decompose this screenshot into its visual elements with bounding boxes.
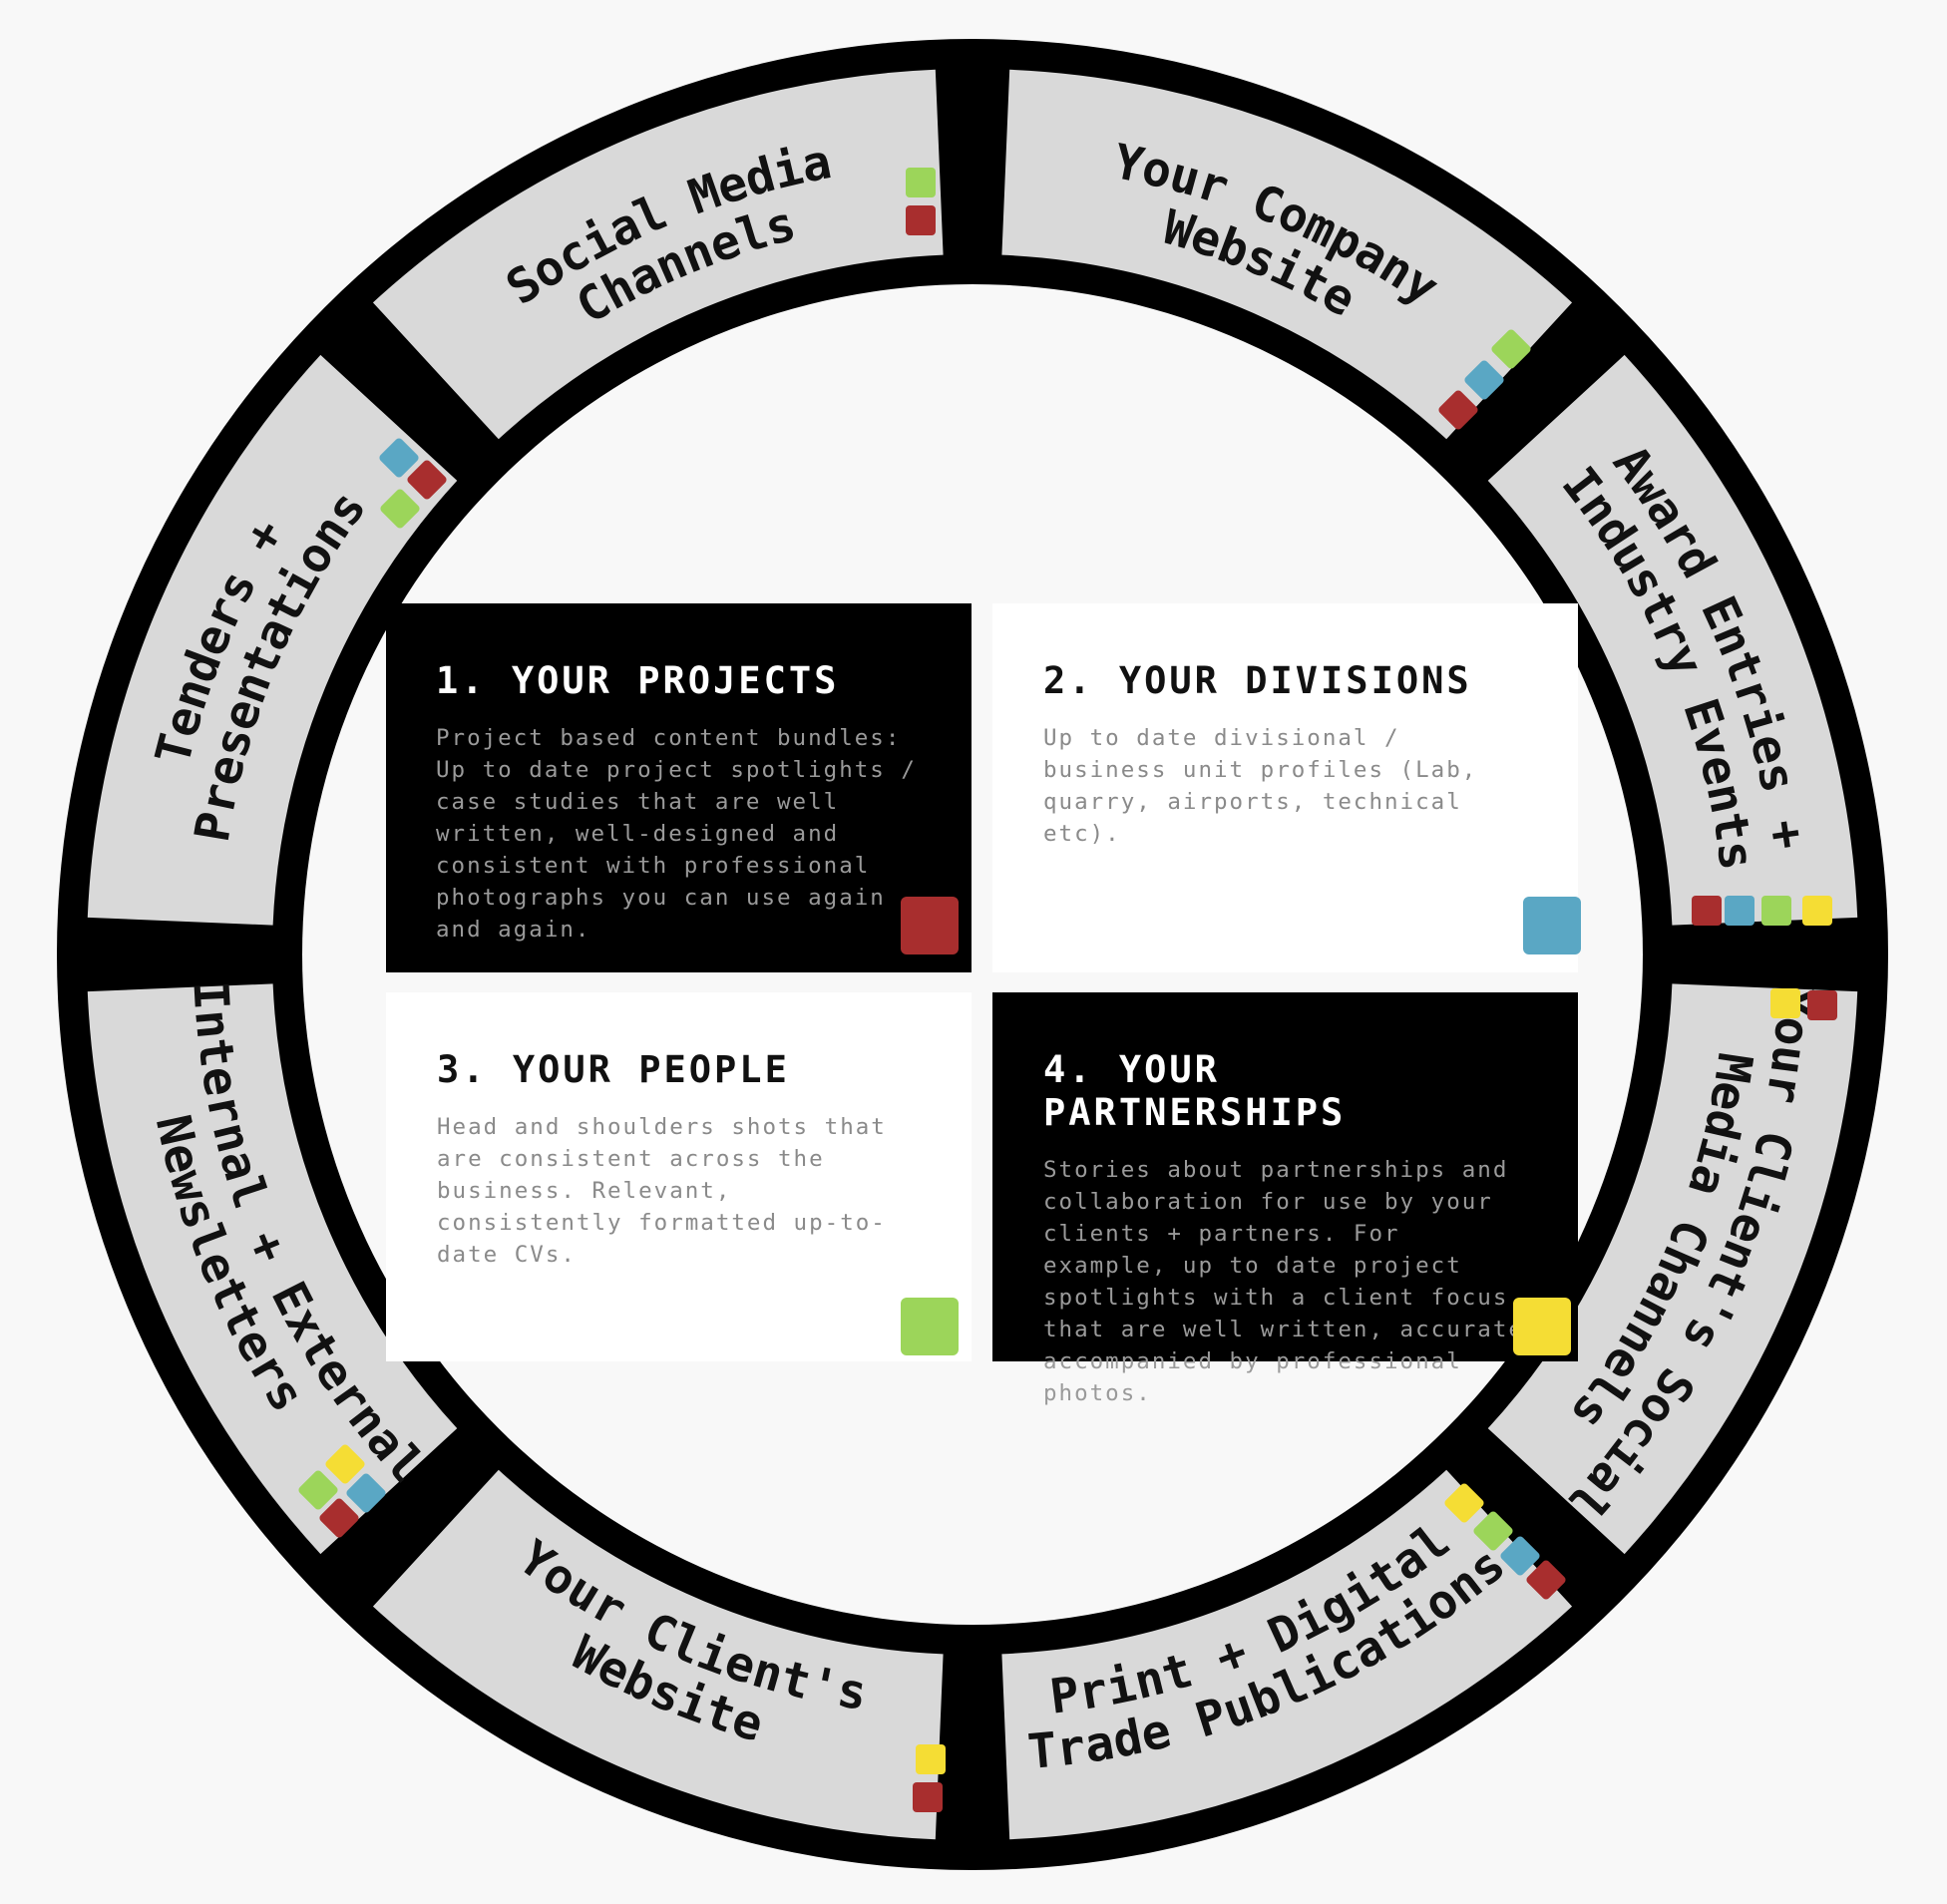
segment-tag-blue xyxy=(346,1473,386,1513)
segment-tag-red xyxy=(319,1498,359,1538)
card-title: 2. YOUR DIVISIONS xyxy=(1043,659,1472,702)
segment-tag-red xyxy=(906,205,936,235)
segment-tenders-presentations xyxy=(87,354,458,926)
segment-client-website xyxy=(372,1469,944,1840)
card-body: Head and shoulders shots that are consis… xyxy=(437,1114,887,1268)
card-your-partnerships: 4. YOUR PARTNERSHIPS Stories about partn… xyxy=(992,992,1578,1406)
segment-tag-red xyxy=(1807,990,1837,1020)
card-your-people: 3. YOUR PEOPLE Head and shoulders shots … xyxy=(386,992,972,1361)
segment-tag-yellow xyxy=(916,1744,946,1774)
category-tag-blue xyxy=(1523,897,1581,954)
card-title: 1. YOUR PROJECTS xyxy=(436,659,840,702)
segment-tag-green xyxy=(380,489,420,529)
segment-tag-red xyxy=(1692,896,1722,926)
card-your-divisions: 2. YOUR DIVISIONS Up to date divisional … xyxy=(992,603,1581,972)
segment-tag-red xyxy=(407,460,447,500)
segment-tag-yellow xyxy=(1802,896,1832,926)
card-title: 3. YOUR PEOPLE xyxy=(437,1048,790,1091)
segment-tag-green xyxy=(906,168,936,197)
segment-tag-yellow xyxy=(1444,1483,1484,1523)
segment-tag-red xyxy=(913,1782,943,1812)
segment-tag-blue xyxy=(1464,360,1504,400)
segment-client-social-media xyxy=(1487,983,1858,1555)
segment-tag-blue xyxy=(1725,896,1754,926)
segment-tag-yellow xyxy=(1770,988,1800,1018)
card-body: Project based content bundles: Up to dat… xyxy=(436,725,917,943)
card-body: Stories about partnerships and collabora… xyxy=(1043,1157,1524,1406)
segment-tag-blue xyxy=(379,438,419,478)
segment-tag-red xyxy=(1526,1560,1566,1600)
segment-tag-blue xyxy=(1500,1536,1540,1576)
segment-tag-green xyxy=(1491,329,1531,369)
segment-company-website xyxy=(1001,69,1573,440)
segment-tag-green xyxy=(1761,896,1791,926)
segment-tag-red xyxy=(1438,390,1478,430)
card-your-projects: 1. YOUR PROJECTS Project based content b… xyxy=(386,603,972,972)
segment-tag-green xyxy=(1473,1511,1513,1551)
card-title: 4. YOUR PARTNERSHIPS xyxy=(1043,1048,1347,1134)
segment-trade-publications xyxy=(1001,1469,1573,1840)
segment-social-media-channels xyxy=(372,69,944,440)
category-tag-green xyxy=(901,1298,959,1355)
card-body: Up to date divisional / business unit pr… xyxy=(1043,725,1478,847)
segment-tag-green xyxy=(298,1470,338,1510)
category-tag-red xyxy=(901,897,959,954)
segment-newsletters xyxy=(87,983,458,1555)
category-tag-yellow xyxy=(1513,1298,1571,1355)
segment-award-entries xyxy=(1487,354,1858,926)
segment-tag-yellow xyxy=(325,1444,365,1484)
